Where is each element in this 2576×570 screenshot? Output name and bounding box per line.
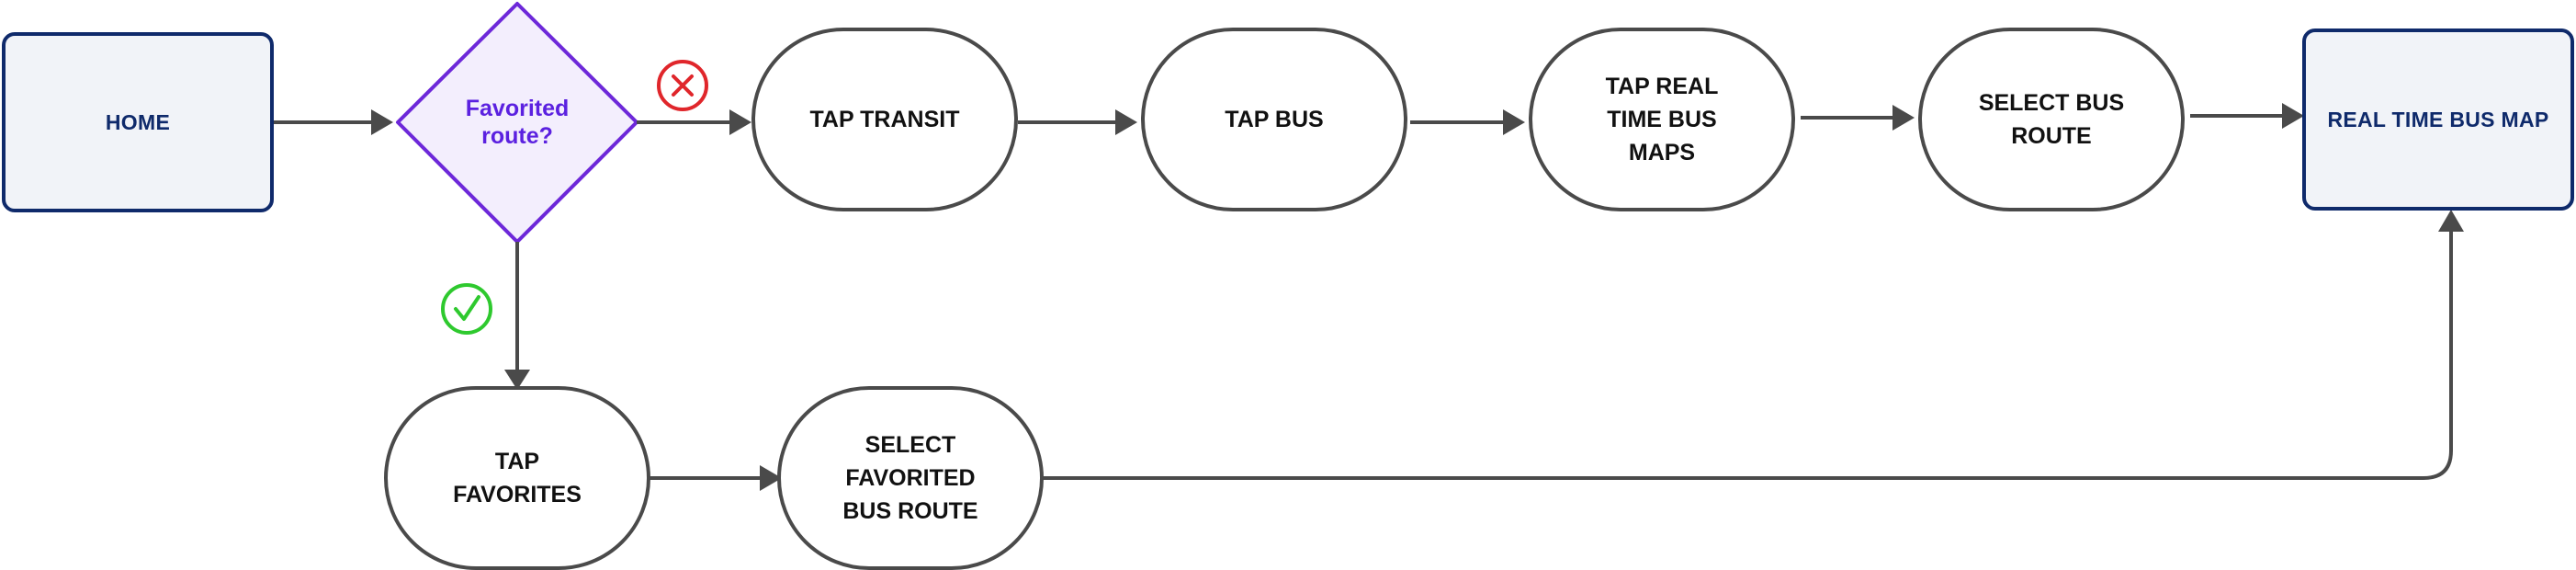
node-home[interactable]: HOME xyxy=(2,32,274,212)
node-real-time-bus-map[interactable]: REAL TIME BUS MAP xyxy=(2302,28,2574,211)
x-circle-icon xyxy=(657,60,708,111)
arrow-selectfav-to-map xyxy=(1042,228,2453,480)
node-tap-transit[interactable]: TAP TRANSIT xyxy=(751,28,1018,211)
node-select-favorited-route[interactable]: SELECT FAVORITED BUS ROUTE xyxy=(777,386,1044,570)
node-select-bus-route[interactable]: SELECT BUS ROUTE xyxy=(1918,28,2185,211)
node-tap-favorites[interactable]: TAP FAVORITES xyxy=(384,386,650,570)
node-tap-bus[interactable]: TAP BUS xyxy=(1141,28,1407,211)
decision-label: Favorited route? xyxy=(465,96,570,149)
check-circle-icon xyxy=(441,283,492,335)
node-tap-realtime-maps[interactable]: TAP REAL TIME BUS MAPS xyxy=(1529,28,1795,211)
